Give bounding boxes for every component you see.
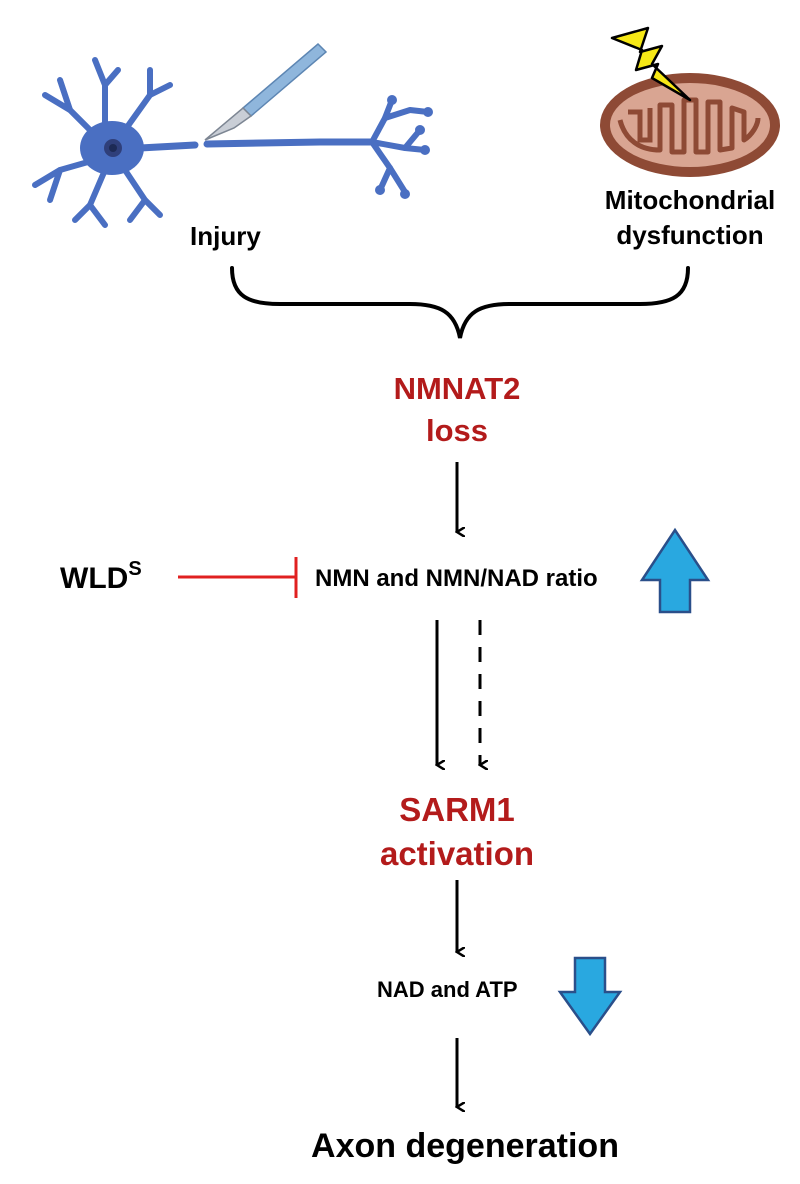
injury-label: Injury — [190, 221, 261, 251]
inhibition-bar — [178, 557, 298, 598]
axon-degeneration-label: Axon degeneration — [311, 1127, 619, 1165]
neuron-soma — [80, 121, 144, 175]
wlds-name: WLD — [60, 562, 129, 595]
mitochondrion-icon — [600, 73, 780, 177]
increase-arrow-icon — [639, 527, 711, 614]
wlds-label: WLDS — [60, 558, 142, 596]
sarm1-line2: activation — [379, 835, 535, 872]
mito-line1: Mitochondrial — [604, 185, 776, 215]
merge-brace — [230, 266, 690, 339]
neuron-terminal-bulbs — [375, 95, 433, 199]
decrease-arrow-icon — [557, 956, 623, 1037]
nmnat2-loss-label: NMNAT2 loss — [357, 368, 557, 452]
nmnat2-line1: NMNAT2 — [393, 371, 521, 406]
mito-line2: dysfunction — [616, 220, 764, 250]
wlds-superscript: S — [128, 558, 142, 580]
nmn-ratio-label: NMN and NMN/NAD ratio — [315, 565, 598, 592]
mitochondrial-dysfunction-label: Mitochondrial dysfunction — [590, 183, 790, 253]
neuron-icon — [32, 57, 431, 228]
lightning-bolt-icon — [610, 26, 692, 102]
sarm1-line1: SARM1 — [399, 791, 515, 828]
sarm1-activation-label: SARM1 activation — [357, 788, 557, 876]
nad-atp-label: NAD and ATP — [377, 977, 518, 1002]
nmnat2-line2: loss — [425, 413, 489, 448]
scalpel-icon — [204, 42, 328, 141]
